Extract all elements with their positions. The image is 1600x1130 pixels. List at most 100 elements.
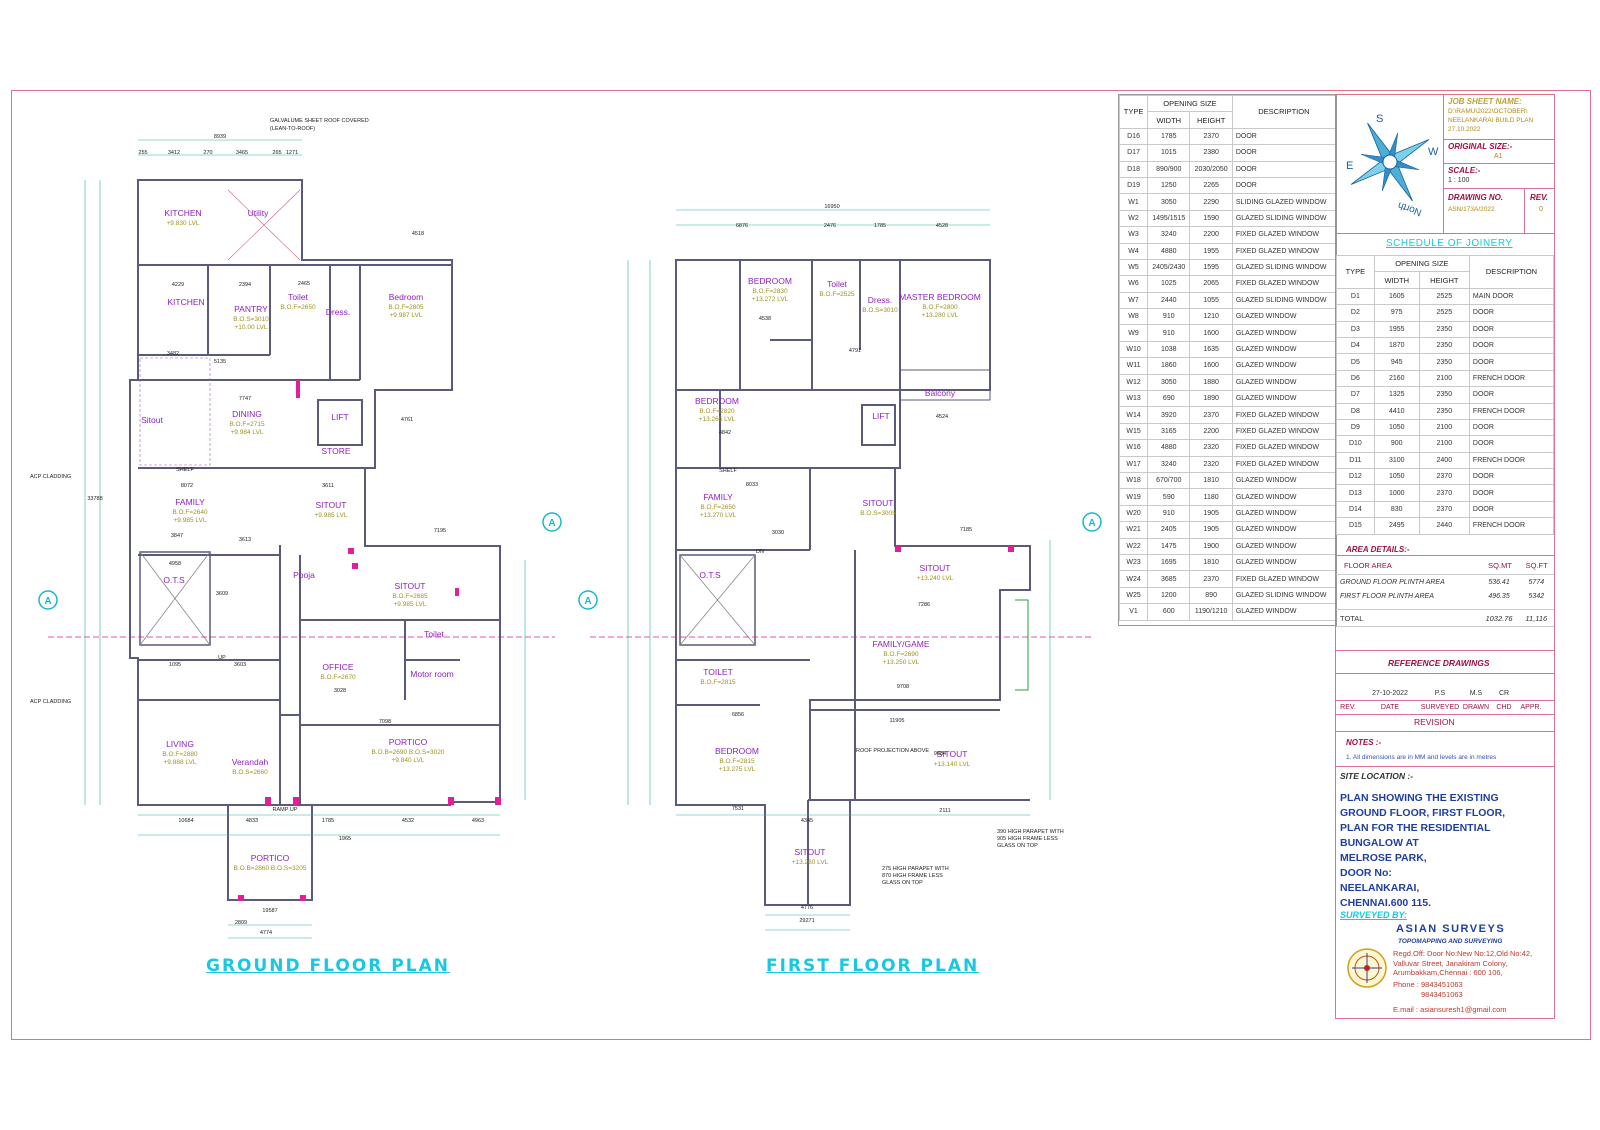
room-level: +13.280 LVL xyxy=(922,312,959,319)
scale-label: SCALE:- xyxy=(1448,166,1481,175)
site-line: NEELANKARAI, xyxy=(1340,882,1420,894)
dim-text: 1095 xyxy=(169,662,181,668)
room-level: +9.985 LVL xyxy=(394,601,427,608)
jn-height-header: HEIGHT xyxy=(1418,271,1470,289)
room-level: B.O.F=2525 xyxy=(819,291,855,298)
original-size-label: ORIGINAL SIZE:- xyxy=(1448,142,1513,151)
plan-note: UP xyxy=(218,655,226,661)
compass-north: North xyxy=(1397,199,1424,218)
area-total-sqft: 11,116 xyxy=(1525,613,1548,623)
dim-text: 19587 xyxy=(262,908,277,914)
room-label: O.T.S xyxy=(699,570,721,580)
room-level: B.O.S=3005 xyxy=(860,510,896,517)
plan-note: DN xyxy=(756,549,764,555)
room-level: B.O.S=2660 xyxy=(232,769,268,776)
job-sheet-label: JOB SHEET NAME: xyxy=(1448,97,1522,106)
ws-type-header: TYPE xyxy=(1119,95,1149,129)
jn-width-header: WIDTH xyxy=(1373,271,1420,289)
ws-desc-header: DESCRIPTION xyxy=(1231,95,1336,129)
room-label: PORTICO xyxy=(251,853,290,863)
dim-text: 4963 xyxy=(472,818,484,824)
dim-text: 4776 xyxy=(801,905,813,911)
notes-item: 1. All dimensions are in MM and levels a… xyxy=(1346,754,1497,761)
room-label: BEDROOM xyxy=(748,276,792,286)
room-label: O.T.S xyxy=(163,575,185,585)
ground-notes: GALVALUME SHEET ROOF COVERED(LEAN-TO-ROO… xyxy=(30,118,369,813)
dim-text: 3482 xyxy=(167,351,179,357)
jn-opening-header: OPENING SIZE xyxy=(1373,254,1470,273)
dim-text: 3609 xyxy=(216,591,228,597)
dim-text: 4833 xyxy=(246,818,258,824)
dim-text: 8939 xyxy=(214,134,226,140)
room-level: +13.272 LVL xyxy=(752,296,789,303)
drawing-no-value: ASN/173A/2022 xyxy=(1448,206,1495,213)
joinery-table: TYPE OPENING SIZE DESCRIPTION WIDTH HEIG… xyxy=(1336,254,1555,535)
dim-text: 3613 xyxy=(239,537,251,543)
plan-note: RAMP UP xyxy=(273,807,298,813)
dim-text: 5135 xyxy=(214,359,226,365)
room-label: OFFICE xyxy=(322,662,353,672)
ws-height-header: HEIGHT xyxy=(1189,111,1233,129)
room-level: B.O.F=2815 xyxy=(700,679,736,686)
dim-text: 1965 xyxy=(339,836,351,842)
room-label: KITCHEN xyxy=(167,297,204,307)
rev-label: REV. xyxy=(1530,193,1548,202)
dim-text: 7531 xyxy=(732,806,744,812)
dim-text: 4791 xyxy=(849,348,861,354)
area-table: FLOOR AREA SQ.MT SQ.FT GROUND FLOOR PLIN… xyxy=(1336,555,1554,627)
ws-opening-header: OPENING SIZE xyxy=(1147,95,1233,113)
area-total-label: TOTAL xyxy=(1340,613,1364,623)
room-label: Balcony xyxy=(925,388,956,398)
dim-text: 3412 xyxy=(168,150,180,156)
dim-text: 7195 xyxy=(434,528,446,534)
room-label: SITOUT xyxy=(862,498,893,508)
dim-text: 2111 xyxy=(939,808,950,814)
plan-note: ROOF PROJECTION ABOVE xyxy=(856,748,929,754)
company-name: ASIAN SURVEYS xyxy=(1396,923,1506,935)
scale-value: 1 : 100 xyxy=(1448,177,1470,184)
plan-note: 390 HIGH PARAPET WITH xyxy=(997,829,1064,835)
plan-note: SHELF xyxy=(176,467,194,473)
plan-note: 275 HIGH PARAPET WITH xyxy=(882,866,949,872)
svg-text:A: A xyxy=(584,596,591,607)
dim-text: 7747 xyxy=(239,396,251,402)
dim-text: 3465 xyxy=(236,150,248,156)
room-label: LIFT xyxy=(872,411,889,421)
dim-text: 4518 xyxy=(412,231,424,237)
window-schedule: TYPE OPENING SIZE DESCRIPTION WIDTH HEIG… xyxy=(1118,94,1337,626)
dim-text: 33788 xyxy=(87,496,102,502)
room-label: SITOUT xyxy=(919,563,950,573)
dim-text: 2394 xyxy=(239,282,251,288)
compass-e: E xyxy=(1346,160,1353,172)
dim-text: 6856 xyxy=(732,712,744,718)
dim-text: 270 xyxy=(203,150,212,156)
company-address: Regd.Off: Door No:New No:12,Old No:42, V… xyxy=(1393,949,1533,977)
dim-text: 3847 xyxy=(171,533,183,539)
room-level: +13.275 LVL xyxy=(719,766,756,773)
floor-plans: A A A A KITCHEN+9.830 LVLUtilityKITCHENP… xyxy=(30,118,1102,939)
company-tagline: TOPOMAPPING AND SURVEYING xyxy=(1398,938,1503,945)
